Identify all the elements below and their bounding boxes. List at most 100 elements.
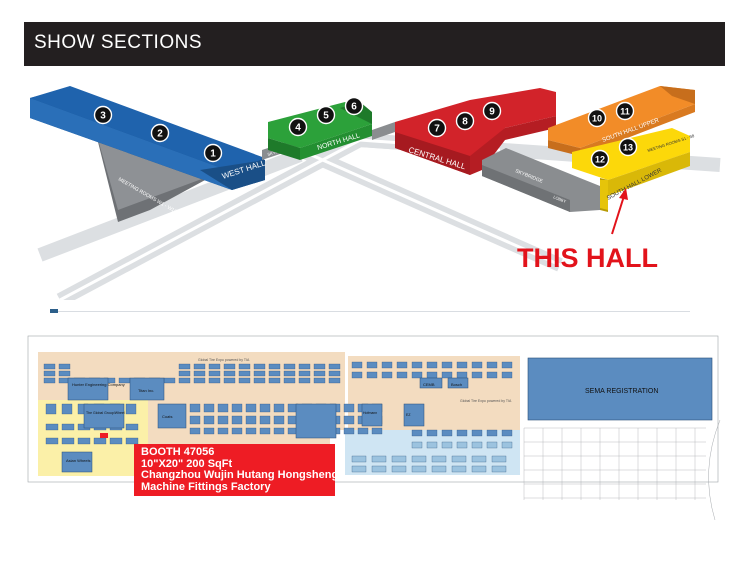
booth bbox=[411, 465, 427, 473]
booth bbox=[351, 465, 367, 473]
booth bbox=[471, 441, 483, 449]
booth bbox=[178, 370, 191, 377]
section-marker-3: 3 bbox=[93, 105, 113, 125]
booth bbox=[268, 363, 281, 370]
west-hall: WEST HALL bbox=[30, 86, 267, 190]
booth bbox=[163, 377, 176, 384]
connector bbox=[372, 122, 395, 140]
booth bbox=[45, 423, 59, 431]
booth bbox=[253, 363, 266, 370]
booth bbox=[501, 429, 513, 437]
booth bbox=[203, 415, 215, 425]
booth bbox=[273, 427, 285, 435]
booth-number: BOOTH 47056 bbox=[141, 446, 215, 458]
booth bbox=[208, 370, 221, 377]
booth bbox=[259, 415, 271, 425]
booth bbox=[451, 455, 467, 463]
lobby-label: LOBBY bbox=[553, 194, 568, 204]
booth bbox=[208, 363, 221, 370]
booth bbox=[125, 437, 139, 445]
booth bbox=[351, 371, 363, 379]
booth bbox=[61, 437, 75, 445]
booth bbox=[253, 377, 266, 384]
booth bbox=[351, 361, 363, 369]
meeting-room-grid bbox=[523, 427, 706, 500]
booth bbox=[217, 427, 229, 435]
booth bbox=[298, 370, 311, 377]
booth bbox=[491, 455, 507, 463]
booth bbox=[411, 429, 423, 437]
booth bbox=[426, 429, 438, 437]
section-marker-7: 7 bbox=[427, 118, 447, 138]
booth bbox=[471, 361, 483, 369]
booth bbox=[381, 361, 393, 369]
booth bbox=[456, 429, 468, 437]
booth bbox=[411, 455, 427, 463]
section-marker-11: 11 bbox=[615, 101, 635, 121]
svg-text:Hunter Engineering Company: Hunter Engineering Company bbox=[72, 382, 125, 387]
booth bbox=[456, 361, 468, 369]
section-marker-6: 6 bbox=[344, 96, 364, 116]
booth bbox=[109, 437, 123, 445]
booth-size: 10"X20" 200 SqFt bbox=[141, 457, 233, 470]
booth bbox=[343, 403, 355, 413]
svg-text:12: 12 bbox=[595, 155, 605, 165]
sema-registration-area bbox=[527, 357, 713, 421]
booth bbox=[486, 441, 498, 449]
section-marker-4: 4 bbox=[288, 117, 308, 137]
booth bbox=[396, 361, 408, 369]
booth bbox=[471, 465, 487, 473]
booth bbox=[371, 465, 387, 473]
booth bbox=[178, 377, 191, 384]
booth bbox=[283, 363, 296, 370]
svg-text:Titan Inc.: Titan Inc. bbox=[138, 388, 154, 393]
booth bbox=[396, 371, 408, 379]
svg-text:3: 3 bbox=[100, 111, 106, 122]
booth bbox=[381, 371, 393, 379]
booth bbox=[223, 377, 236, 384]
booth bbox=[61, 403, 73, 415]
booth bbox=[471, 371, 483, 379]
booth bbox=[253, 370, 266, 377]
svg-text:Asian Wheels: Asian Wheels bbox=[66, 458, 90, 463]
booth bbox=[245, 415, 257, 425]
booth bbox=[501, 371, 513, 379]
booth bbox=[426, 361, 438, 369]
svg-text:Global Tire Expo powered by TI: Global Tire Expo powered by TIA bbox=[460, 399, 512, 403]
exhibitor-name-cont: Machine Fittings Factory bbox=[141, 480, 271, 493]
svg-text:2: 2 bbox=[157, 129, 163, 140]
booth bbox=[45, 437, 59, 445]
page-title: SHOW SECTIONS bbox=[34, 32, 203, 53]
booth bbox=[231, 403, 243, 413]
convention-center-overview-map: MEETING ROOMS W1 - W10 WEST HALL SKYBRID… bbox=[30, 86, 721, 300]
booth bbox=[217, 415, 229, 425]
booth bbox=[343, 427, 355, 435]
booth bbox=[486, 429, 498, 437]
booth bbox=[193, 370, 206, 377]
booth bbox=[238, 363, 251, 370]
booth bbox=[501, 361, 513, 369]
booth bbox=[431, 455, 447, 463]
booth bbox=[501, 441, 513, 449]
booth bbox=[411, 441, 423, 449]
booth bbox=[189, 403, 201, 413]
booth bbox=[313, 363, 326, 370]
booth bbox=[371, 427, 383, 435]
booth bbox=[259, 427, 271, 435]
highlighted-booth[interactable] bbox=[100, 433, 108, 438]
hall-outline bbox=[27, 335, 719, 483]
booth bbox=[411, 371, 423, 379]
booth bbox=[203, 403, 215, 413]
booth bbox=[456, 441, 468, 449]
svg-text:13: 13 bbox=[623, 143, 633, 153]
svg-text:Bosch: Bosch bbox=[451, 382, 462, 387]
section-marker-9: 9 bbox=[482, 101, 502, 121]
booth bbox=[238, 370, 251, 377]
booth bbox=[223, 363, 236, 370]
booth bbox=[366, 371, 378, 379]
this-hall-label: THIS HALL bbox=[517, 243, 658, 273]
svg-text:1: 1 bbox=[210, 149, 216, 160]
booth bbox=[486, 361, 498, 369]
svg-text:4: 4 bbox=[295, 123, 301, 134]
skybridge-south: SKYBRIDGE LOBBY bbox=[482, 148, 600, 212]
